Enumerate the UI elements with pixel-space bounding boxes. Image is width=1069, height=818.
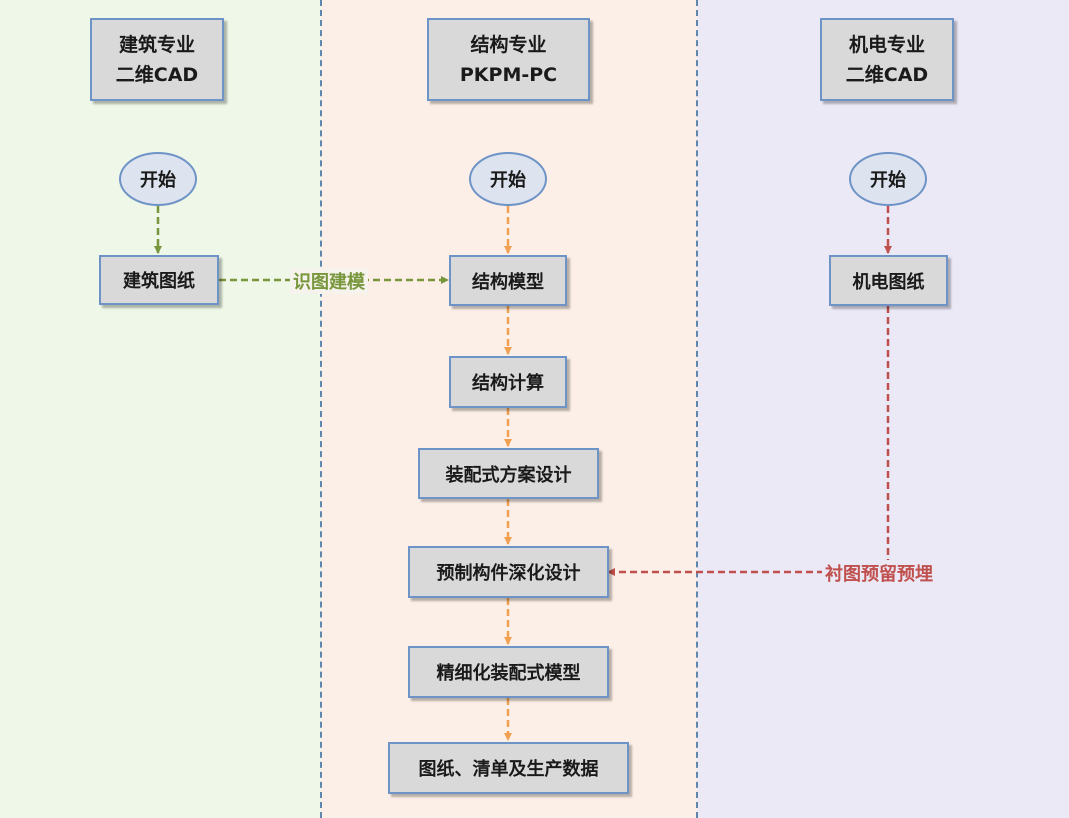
edge-label-recognize-model: 识图建模 xyxy=(290,268,368,294)
start-node-architecture: 开始 xyxy=(119,152,197,206)
header-architecture: 建筑专业 二维CAD xyxy=(90,18,224,101)
lane-mep xyxy=(697,0,1069,818)
node-structure-model: 结构模型 xyxy=(449,255,567,306)
header-mep: 机电专业 二维CAD xyxy=(820,18,954,101)
node-component-detailed-design: 预制构件深化设计 xyxy=(408,546,609,598)
lane-architecture xyxy=(0,0,321,818)
start-node-mep: 开始 xyxy=(849,152,927,206)
node-mep-drawing: 机电图纸 xyxy=(829,255,948,306)
start-node-structure: 开始 xyxy=(469,152,547,206)
edge-label-embed-reserve: 衬图预留预埋 xyxy=(822,560,936,586)
node-prefab-scheme-design: 装配式方案设计 xyxy=(418,448,599,499)
node-structure-calculation: 结构计算 xyxy=(449,356,567,408)
lane-divider-right xyxy=(696,0,698,818)
edge-mep-drawing-to-component xyxy=(607,306,890,576)
node-refined-prefab-model: 精细化装配式模型 xyxy=(408,646,609,698)
node-architecture-drawing: 建筑图纸 xyxy=(99,255,219,305)
node-output-data: 图纸、清单及生产数据 xyxy=(388,742,629,794)
header-structure: 结构专业 PKPM-PC xyxy=(427,18,590,101)
lane-divider-left xyxy=(320,0,322,818)
